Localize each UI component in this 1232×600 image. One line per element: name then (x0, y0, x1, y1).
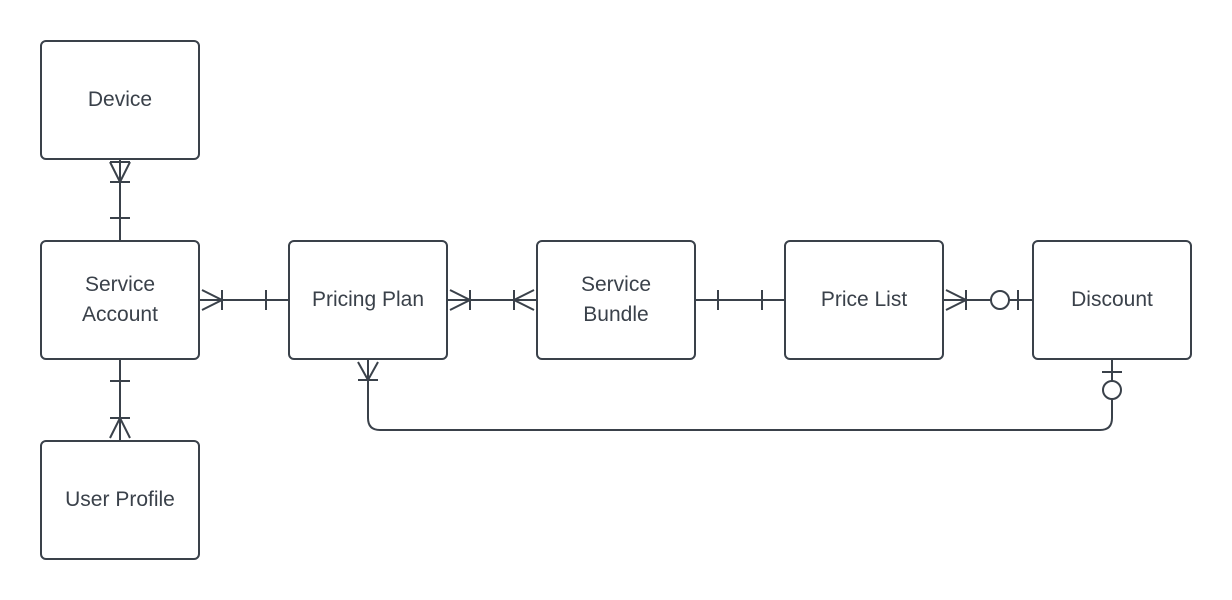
entity-label: Service Account (82, 273, 158, 326)
connector-price-list-discount (944, 289, 1032, 311)
entity-pricing-plan[interactable]: Pricing Plan (288, 240, 448, 360)
connector-service-account-user-profile (109, 360, 131, 440)
entity-label: Device (87, 88, 153, 111)
entity-label: Service Bundle (580, 273, 652, 326)
entity-device[interactable]: Device (40, 40, 200, 160)
connector-device-service-account (109, 160, 131, 240)
discount-zero-circle-bottom (1102, 380, 1122, 400)
entity-price-list[interactable]: Price List (784, 240, 944, 360)
entity-label: Pricing Plan (311, 288, 425, 311)
connector-service-account-pricing-plan (200, 289, 288, 311)
entity-service-bundle[interactable]: Service Bundle (536, 240, 696, 360)
entity-discount[interactable]: Discount (1032, 240, 1192, 360)
entity-label: Price List (820, 288, 908, 311)
entity-service-account[interactable]: Service Account (40, 240, 200, 360)
entity-label: User Profile (65, 488, 175, 511)
entity-label: Discount (1071, 288, 1153, 311)
user-profile-crowfoot (109, 415, 131, 439)
discount-zero-circle (990, 290, 1010, 310)
connector-discount-pricing-plan (357, 360, 1122, 431)
entity-user-profile[interactable]: User Profile (40, 440, 200, 560)
connector-service-bundle-price-list (696, 290, 784, 310)
connector-pricing-plan-service-bundle (448, 289, 536, 311)
